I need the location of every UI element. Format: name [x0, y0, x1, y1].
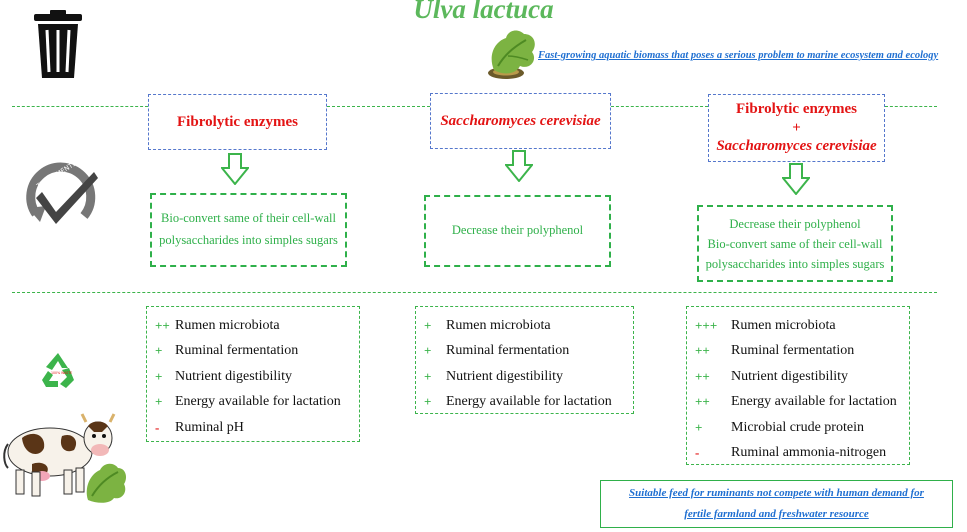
treatment-box: Saccharomyces cerevisiae [430, 93, 611, 149]
effect-sign: + [155, 368, 163, 384]
conclusion-text[interactable]: fertile farmland and freshwater resource [684, 508, 869, 520]
list-item: + Ruminal fermentation [424, 339, 625, 365]
effect-sign: + [424, 394, 432, 410]
list-item-label: Rumen microbiota [446, 317, 551, 333]
list-item-label: Ruminal fermentation [446, 343, 570, 359]
effect-text: Bio-convert same of their cell-wall [161, 211, 336, 226]
separator-line [611, 106, 708, 107]
list-item: -Ruminal pH [155, 415, 351, 441]
conclusion-text[interactable]: Suitable feed for ruminants not compete … [629, 487, 924, 500]
effect-text: Decrease their polyphenol [729, 216, 861, 231]
cow-icon [3, 413, 116, 497]
list-item: + Microbial crude protein [695, 415, 901, 441]
effect-box: Decrease their polyphenol Bio-convert sa… [697, 205, 893, 282]
treatment-check-icon: TRAITEMENTS [26, 160, 98, 224]
list-item-label: Rumen microbiota [731, 317, 836, 333]
subtitle-link[interactable]: Fast-growing aquatic biomass that poses … [538, 50, 939, 61]
list-item-label: Ruminal pH [175, 419, 244, 435]
effect-sign: + [695, 419, 703, 435]
treatment-plus: + [792, 119, 801, 136]
conclusion-box: Suitable feed for ruminants not compete … [600, 480, 953, 528]
list-item-label: Energy available for lactation [175, 394, 341, 410]
treatment-label: Saccharomyces cerevisiae [440, 112, 601, 129]
effect-box: Decrease their polyphenol [424, 195, 611, 267]
effect-sign: + [424, 343, 432, 359]
separator-line [12, 106, 148, 107]
separator-line [327, 106, 430, 107]
list-item-label: Nutrient digestibility [731, 368, 849, 384]
outcome-list: +++Rumen microbiota ++Ruminal fermentati… [686, 306, 910, 465]
effect-sign: +++ [695, 317, 718, 333]
list-item-label: Microbial crude protein [731, 419, 864, 435]
list-item-label: Rumen microbiota [175, 317, 280, 333]
list-item-label: Energy available for lactation [446, 394, 612, 410]
effect-sign: ++ [695, 368, 710, 384]
down-arrow-icon [505, 150, 533, 182]
separator-line [885, 106, 937, 107]
list-item: + Rumen microbiota [424, 313, 625, 339]
list-item: + Energy available for lactation [155, 390, 351, 416]
treatment-label: Saccharomyces cerevisiae [716, 138, 877, 155]
list-item: +++ Rumen microbiota [695, 313, 901, 339]
effect-sign: ++ [695, 343, 710, 359]
list-item: + Nutrient digestibility [155, 364, 351, 390]
outcome-list: ++Rumen microbiota +Ruminal fermentation… [146, 306, 360, 442]
list-item: + Energy available for lactation [424, 390, 625, 416]
separator-line [12, 292, 937, 293]
effect-sign: - [155, 419, 160, 435]
list-item: + Nutrient digestibility [424, 364, 625, 390]
effect-box: Bio-convert same of their cell-wall poly… [150, 193, 347, 267]
list-item-label: Ruminal fermentation [731, 343, 855, 359]
effect-text: Decrease their polyphenol [451, 223, 584, 238]
effect-sign: + [424, 317, 432, 333]
effect-text: polysaccharides into simples sugars [159, 233, 338, 247]
effect-sign: ++ [695, 394, 710, 410]
down-arrow-icon [782, 163, 810, 195]
seaweed-icon [86, 463, 126, 503]
list-item-label: Nutrient digestibility [446, 368, 564, 384]
treatment-label: Fibrolytic enzymes [736, 100, 857, 117]
recycle-icon: 100% WASTE [42, 353, 74, 388]
effect-sign: ++ [155, 317, 170, 333]
list-item: + Ruminal fermentation [155, 339, 351, 365]
list-item-label: Ruminal ammonia-nitrogen [731, 445, 887, 461]
list-item: ++ Rumen microbiota [155, 313, 351, 339]
list-item-label: Ruminal fermentation [175, 343, 299, 359]
trash-bin-icon [34, 10, 82, 78]
treatment-label: Fibrolytic enzymes [177, 113, 298, 130]
treatment-box: Fibrolytic enzymes [148, 94, 327, 150]
page-title: Ulva lactuca [413, 0, 554, 24]
seaweed-icon [488, 30, 535, 79]
treatment-box: Fibrolytic enzymes + Saccharomyces cerev… [708, 94, 885, 162]
effect-sign: + [155, 394, 163, 410]
list-item-label: Nutrient digestibility [175, 368, 293, 384]
down-arrow-icon [221, 153, 249, 185]
list-item: ++ Energy available for lactation [695, 390, 901, 416]
list-item: - Ruminal ammonia-nitrogen [695, 441, 901, 467]
effect-sign: + [424, 368, 432, 384]
effect-text: polysaccharides into simples sugars [705, 256, 885, 271]
list-item: ++ Nutrient digestibility [695, 364, 901, 390]
effect-sign: + [155, 343, 163, 359]
list-item-label: Energy available for lactation [731, 394, 897, 410]
recycle-badge-label: 100% WASTE [51, 371, 72, 375]
effect-sign: - [695, 445, 700, 461]
list-item: ++ Ruminal fermentation [695, 339, 901, 365]
outcome-list: +Rumen microbiota +Ruminal fermentation … [415, 306, 634, 414]
effect-text: Bio-convert same of their cell-wall [707, 236, 883, 251]
